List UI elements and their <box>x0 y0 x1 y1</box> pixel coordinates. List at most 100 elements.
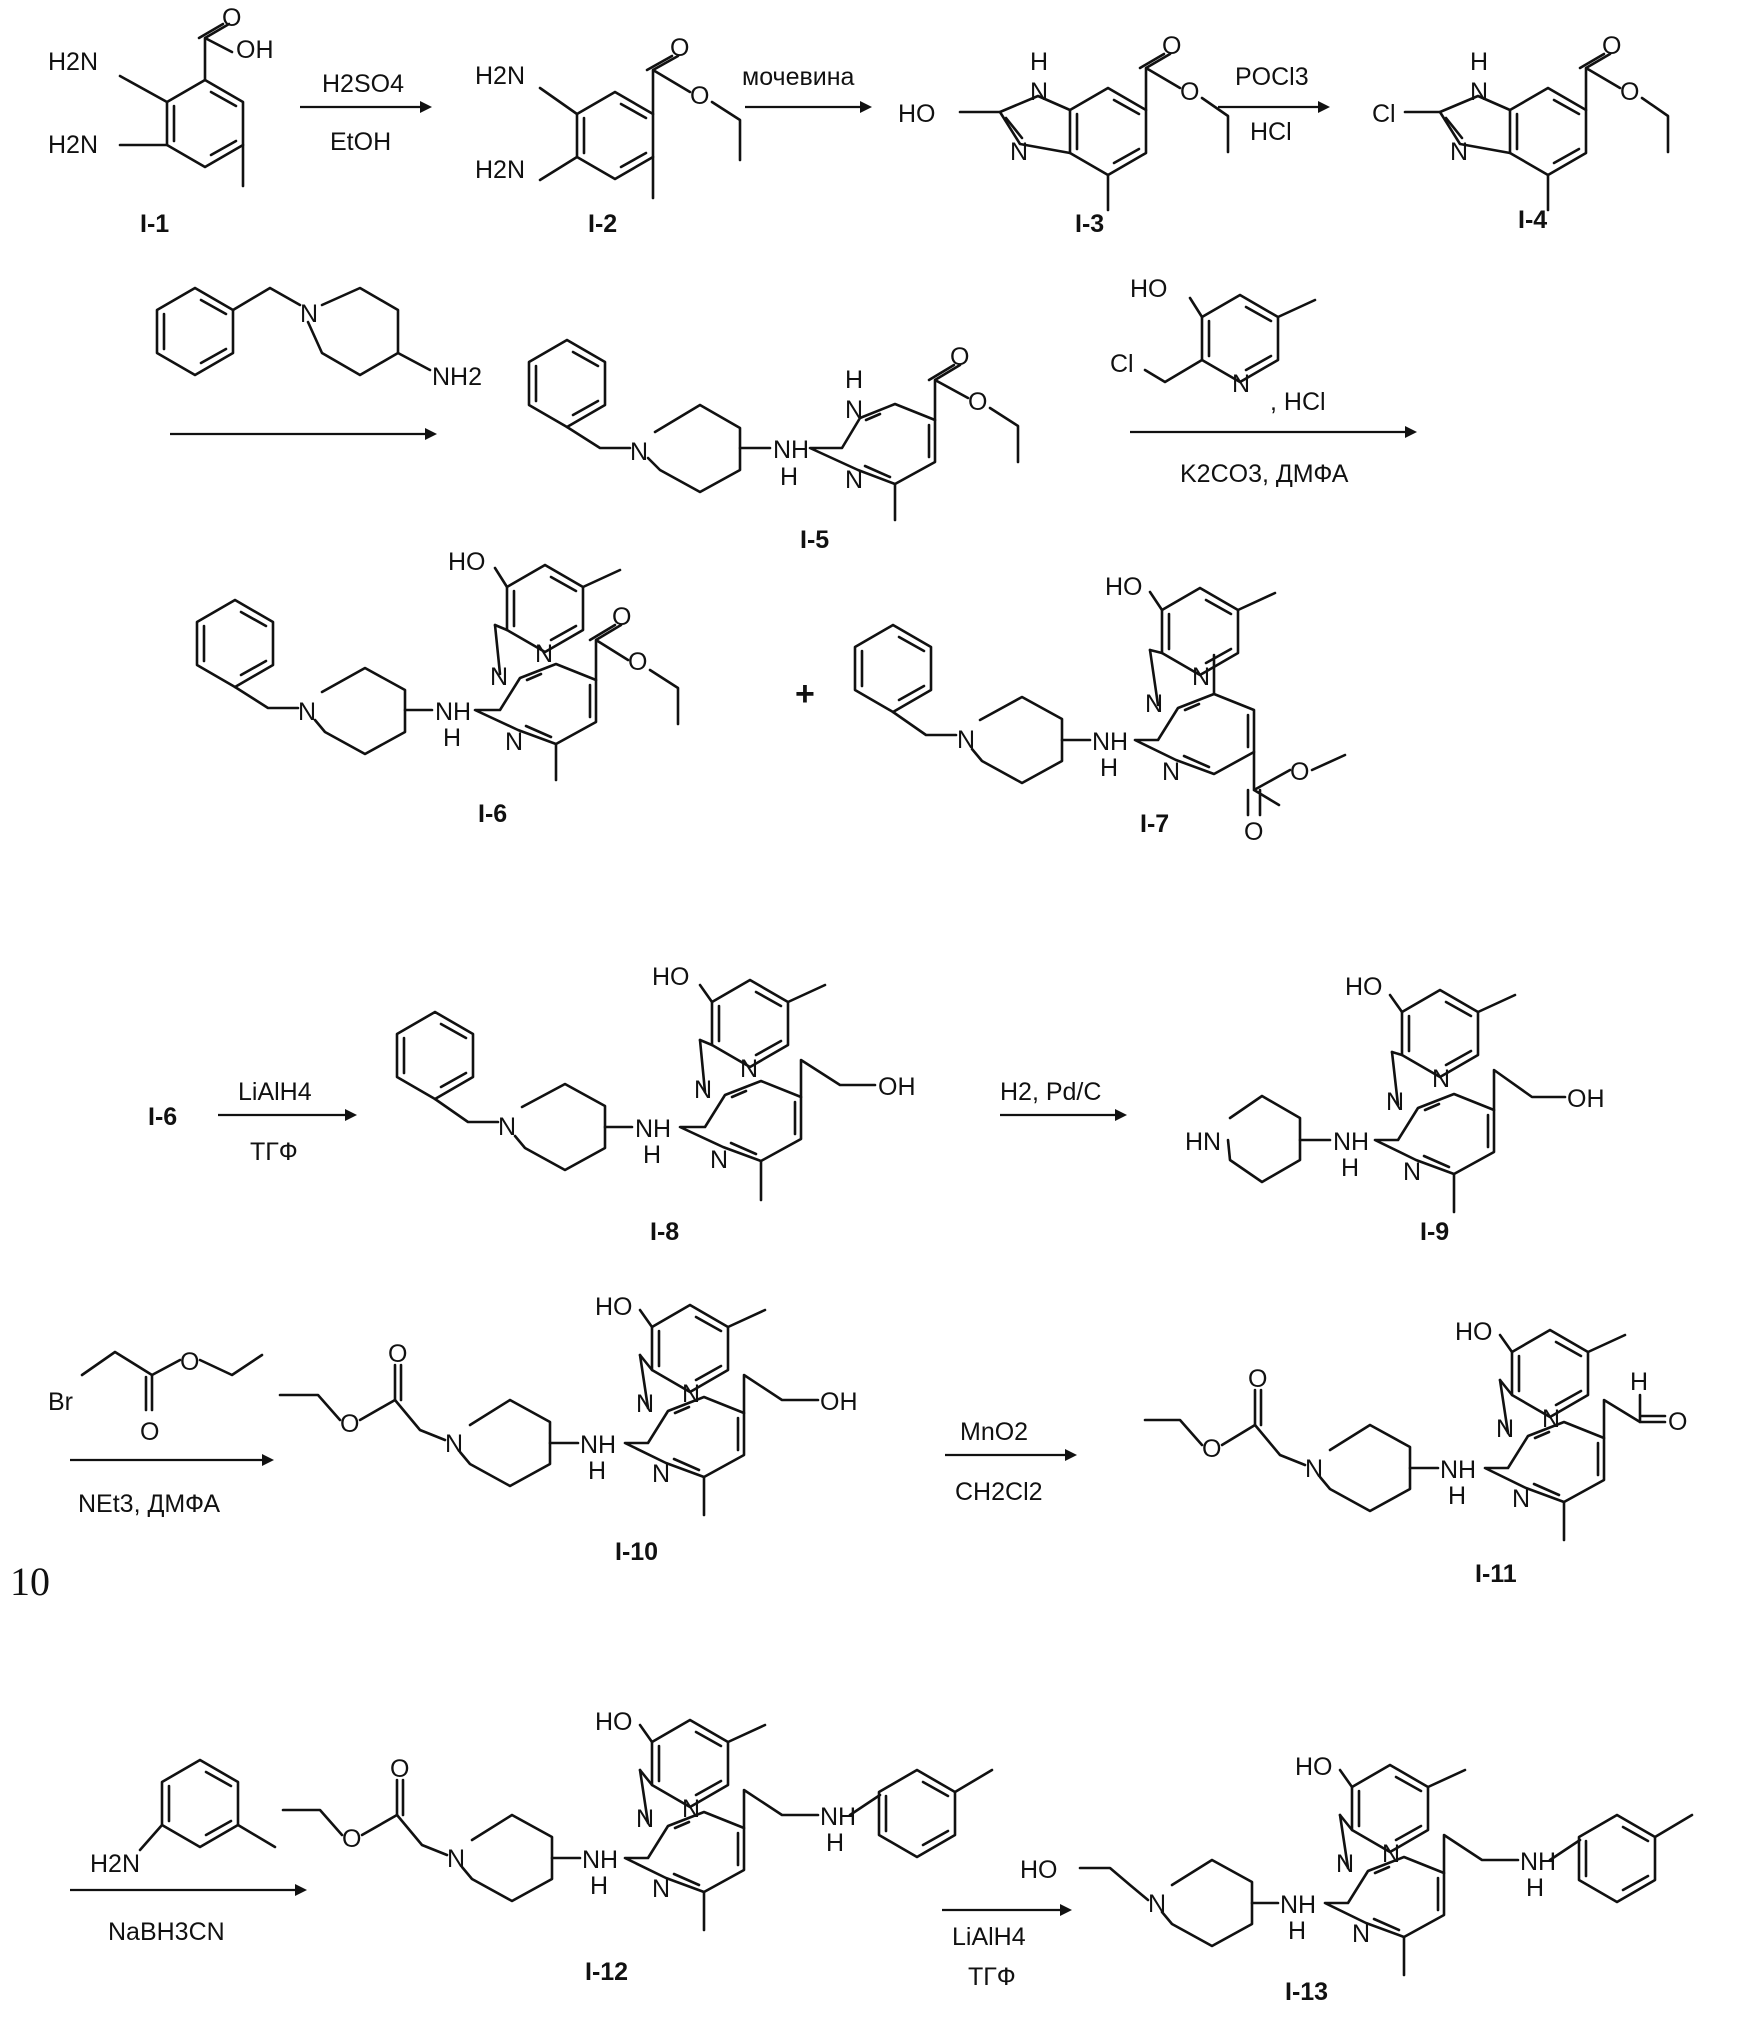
atom-n: N <box>445 1430 463 1458</box>
reagent-net3-dmfa: NEt3, ДМФА <box>78 1490 220 1518</box>
reaction-arrow-11: LiAlH4 ТГФ <box>942 1904 1072 1991</box>
reaction-arrow-3: POCl3 HCl <box>1218 63 1330 146</box>
atom-nh2: NH2 <box>432 363 482 391</box>
atom-o: O <box>1244 818 1263 846</box>
atom-n: N <box>1305 1455 1323 1483</box>
atom-oh: OH <box>236 36 274 64</box>
atom-n: N <box>630 438 648 466</box>
reagent-etoh: EtOH <box>330 128 391 156</box>
reagent-hcl-salt: , HCl <box>1270 388 1326 416</box>
atom-o: O <box>1162 32 1181 60</box>
atom-nh: NH <box>1092 728 1128 756</box>
atom-o: O <box>690 82 709 110</box>
compound-i-7: N NH H N N HO N O O I-7 <box>855 573 1345 846</box>
atom-h: H <box>590 1872 608 1900</box>
reaction-arrow-9: MnO2 CH2Cl2 <box>945 1418 1077 1506</box>
reaction-arrow-4 <box>170 428 437 440</box>
atom-n: N <box>1382 1840 1400 1868</box>
atom-o: O <box>140 1418 159 1446</box>
compound-i-10: O O N NH H N N HO N OH I-10 <box>280 1293 858 1566</box>
atom-o: O <box>180 1348 199 1376</box>
atom-h: H <box>1470 48 1488 76</box>
atom-nh: NH <box>1333 1128 1369 1156</box>
compound-i-6: N NH H N N HO N O O I-6 <box>197 548 678 828</box>
atom-h: H <box>1100 754 1118 782</box>
reagent-ch2cl2: CH2Cl2 <box>955 1478 1043 1506</box>
atom-cl: Cl <box>1110 350 1134 378</box>
atom-h2n: H2N <box>475 156 525 184</box>
atom-ho: HO <box>1295 1753 1333 1781</box>
atom-o: O <box>390 1755 409 1783</box>
atom-n: N <box>845 466 863 494</box>
reaction-arrow-5: K2CO3, ДМФА <box>1130 426 1417 488</box>
atom-h: H <box>1341 1154 1359 1182</box>
atom-ho: HO <box>1345 973 1383 1001</box>
reagent-k2co3-dmfa: K2CO3, ДМФА <box>1180 460 1349 488</box>
atom-ho: HO <box>595 1293 633 1321</box>
atom-o: O <box>1620 78 1639 106</box>
atom-n: N <box>1336 1850 1354 1878</box>
page-number: 10 <box>10 1559 50 1604</box>
compound-i-4: H N N Cl O O I-4 <box>1372 32 1668 234</box>
compound-label-i-8: I-8 <box>650 1218 679 1246</box>
compound-label-i-2: I-2 <box>588 210 617 238</box>
atom-h: H <box>1448 1482 1466 1510</box>
compound-label-i-1: I-1 <box>140 210 169 238</box>
atom-n: N <box>845 396 863 424</box>
reagent-mno2: MnO2 <box>960 1418 1028 1446</box>
reagent-h2so4: H2SO4 <box>322 70 404 98</box>
atom-ho: HO <box>1130 275 1168 303</box>
compound-i-12: O O N NH H N N HO N NH H I-12 <box>283 1708 992 1986</box>
atom-o: O <box>1290 758 1309 786</box>
compound-i-2: O O H2N H2N I-2 <box>475 34 740 238</box>
atom-h2n: H2N <box>90 1850 140 1878</box>
atom-o: O <box>1602 32 1621 60</box>
atom-nh: NH <box>820 1803 856 1831</box>
compound-i-8: N NH H N N HO N OH I-8 <box>397 963 916 1246</box>
compound-label-i-11: I-11 <box>1475 1560 1517 1588</box>
atom-n: N <box>682 1380 700 1408</box>
reagent-m-toluidine: H2N <box>90 1760 275 1878</box>
atom-n: N <box>1192 663 1210 691</box>
reagent-thf-2: ТГФ <box>968 1963 1016 1991</box>
atom-o: O <box>340 1410 359 1438</box>
atom-br: Br <box>48 1388 73 1416</box>
atom-nh: NH <box>435 698 471 726</box>
atom-n: N <box>1030 78 1048 106</box>
atom-h: H <box>643 1141 661 1169</box>
compound-label-i-4: I-4 <box>1518 206 1547 234</box>
reaction-arrow-10: NaBH3CN <box>70 1884 307 1946</box>
reagent-ethyl-bromoacetate: Br O O <box>48 1348 262 1446</box>
compound-label-i-13: I-13 <box>1285 1978 1328 2006</box>
atom-nh: NH <box>1440 1456 1476 1484</box>
atom-n: N <box>1010 138 1028 166</box>
start-compound-i-6: I-6 <box>148 1103 177 1131</box>
atom-n: N <box>710 1146 728 1174</box>
reagent-hcl: HCl <box>1250 118 1292 146</box>
atom-oh: OH <box>878 1073 916 1101</box>
atom-o: O <box>670 34 689 62</box>
compound-label-i-9: I-9 <box>1420 1218 1449 1246</box>
atom-n: N <box>1512 1485 1530 1513</box>
atom-h: H <box>826 1829 844 1857</box>
atom-n: N <box>740 1055 758 1083</box>
reagent-lialh4-2: LiAlH4 <box>952 1923 1026 1951</box>
atom-oh: OH <box>1567 1085 1605 1113</box>
reagent-thf: ТГФ <box>250 1138 298 1166</box>
atom-n: N <box>1352 1920 1370 1948</box>
reaction-arrow-6: I-6 LiAlH4 ТГФ <box>148 1078 357 1166</box>
compound-label-i-6: I-6 <box>478 800 507 828</box>
reagent-benzylpiperidinamine: N NH2 <box>157 288 482 391</box>
compound-label-i-12: I-12 <box>585 1958 628 1986</box>
atom-ho: HO <box>595 1708 633 1736</box>
compound-i-5: N NH H H N N O O I-5 <box>529 340 1018 554</box>
atom-o: O <box>388 1340 407 1368</box>
reaction-arrow-7: H2, Pd/C <box>1000 1078 1127 1121</box>
atom-h: H <box>780 463 798 491</box>
atom-h2n: H2N <box>475 62 525 90</box>
compound-i-9: HN NH H N N HO N OH I-9 <box>1185 973 1605 1246</box>
atom-n: N <box>1542 1405 1560 1433</box>
atom-nh: NH <box>1280 1891 1316 1919</box>
atom-oh: OH <box>820 1388 858 1416</box>
atom-n: N <box>505 728 523 756</box>
